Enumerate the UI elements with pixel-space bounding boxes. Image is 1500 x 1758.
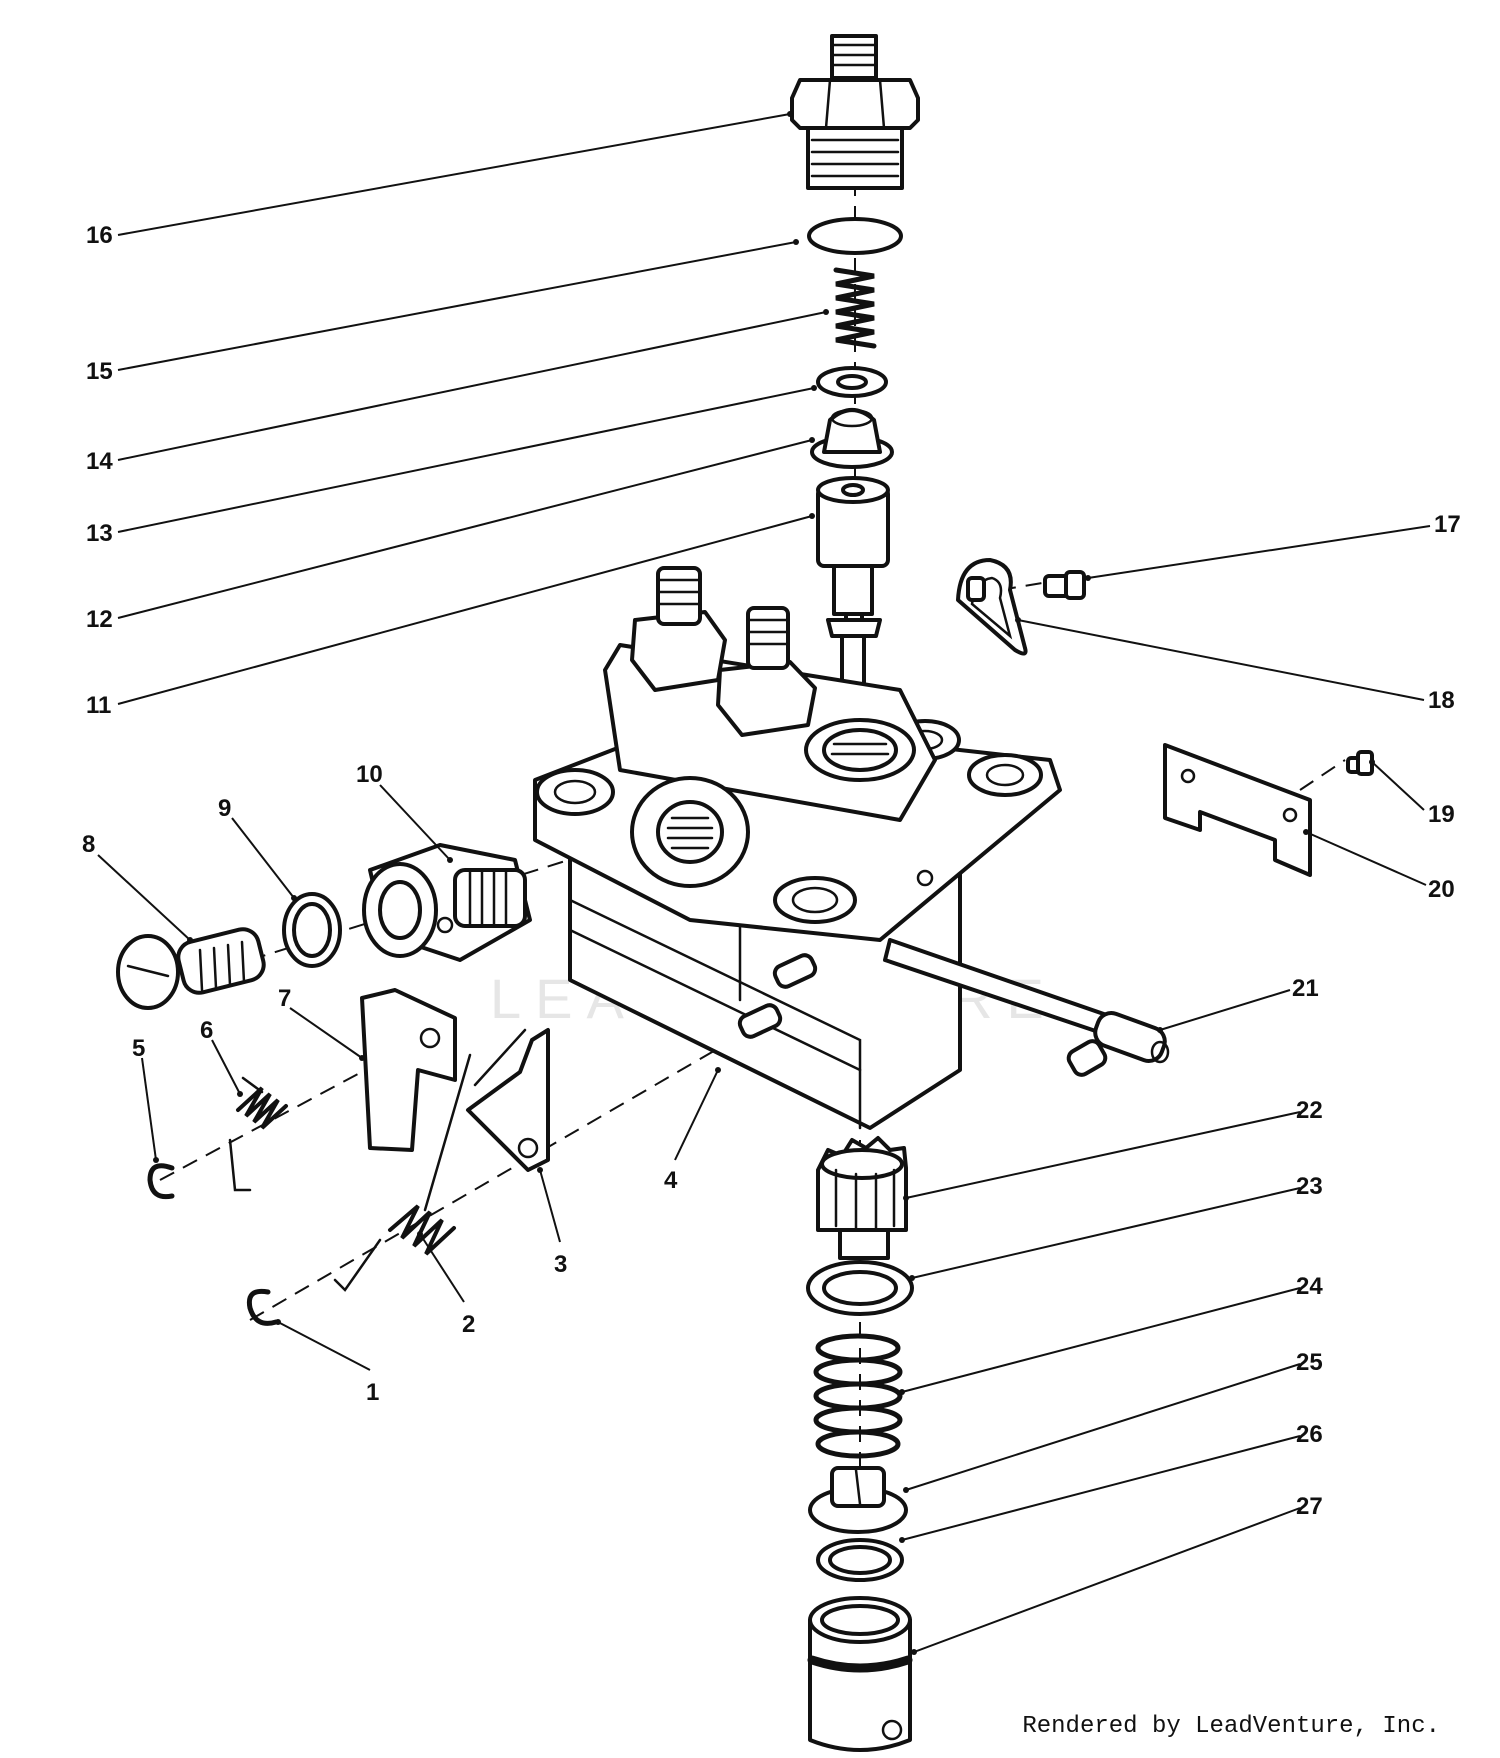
part-13-washer [816, 366, 888, 398]
part-24-spring [813, 1333, 903, 1459]
callout-17: 17 [1434, 511, 1461, 538]
callout-6: 6 [200, 1017, 213, 1044]
part-25-spring-seat [808, 1466, 908, 1534]
callout-13: 13 [86, 520, 113, 547]
callout-5: 5 [132, 1035, 145, 1062]
callout-1: 1 [366, 1379, 379, 1406]
part-8-banjo-bolt [116, 927, 266, 1010]
part-7-bracket [360, 988, 457, 1152]
part-10-banjo-fitting [362, 843, 532, 962]
part-9-washer [282, 892, 342, 968]
part-1-snap-ring [246, 1288, 279, 1326]
callout-2: 2 [462, 1311, 475, 1338]
callout-10: 10 [356, 761, 383, 788]
part-27-tappet [807, 1596, 913, 1752]
callout-16: 16 [86, 222, 113, 249]
part-20-cover-plate [1163, 743, 1312, 877]
part-6-spring [228, 1076, 288, 1192]
axis-left-3 [249, 1029, 751, 1321]
part-11-plunger [816, 476, 890, 706]
callout-15: 15 [86, 358, 113, 385]
callout-11: 11 [86, 692, 111, 719]
callout-24: 24 [1296, 1273, 1323, 1300]
part-17-screw [1043, 570, 1086, 600]
part-23-washer [806, 1260, 914, 1316]
part-21-control-rod [883, 938, 1170, 1077]
part-3-lever [466, 1028, 550, 1172]
part-26-washer [816, 1538, 904, 1582]
part-5-snap-ring [147, 1163, 175, 1200]
callout-14: 14 [86, 448, 113, 475]
callout-7: 7 [278, 985, 291, 1012]
callout-8: 8 [82, 831, 95, 858]
callout-26: 26 [1296, 1421, 1323, 1448]
part-14-spring [833, 267, 877, 349]
part-16-nozzle-holder [790, 34, 920, 190]
callout-leaders [97, 111, 1431, 1655]
callout-27: 27 [1296, 1493, 1323, 1520]
part-18-plate [956, 558, 1028, 656]
part-19-screw [1346, 750, 1374, 776]
part-4-pump-body [533, 566, 1062, 1130]
part-22-gear [816, 1136, 908, 1260]
callout-22: 22 [1296, 1097, 1323, 1124]
callout-20: 20 [1428, 876, 1455, 903]
callout-9: 9 [218, 795, 231, 822]
callout-12: 12 [86, 606, 113, 633]
callout-19: 19 [1428, 801, 1455, 828]
callout-23: 23 [1296, 1173, 1323, 1200]
callout-18: 18 [1428, 687, 1455, 714]
callout-numbers: 16 15 14 13 12 11 17 18 19 20 21 10 9 8 … [82, 222, 1461, 1520]
callout-4: 4 [664, 1167, 678, 1194]
part-15-o-ring [807, 217, 903, 255]
axis-right-19-20 [1299, 759, 1346, 791]
part-12-valve-cap [810, 408, 894, 469]
callout-3: 3 [554, 1251, 567, 1278]
callout-25: 25 [1296, 1349, 1323, 1376]
callout-21: 21 [1292, 975, 1319, 1002]
credit-text: Rendered by LeadVenture, Inc. [1022, 1713, 1440, 1740]
